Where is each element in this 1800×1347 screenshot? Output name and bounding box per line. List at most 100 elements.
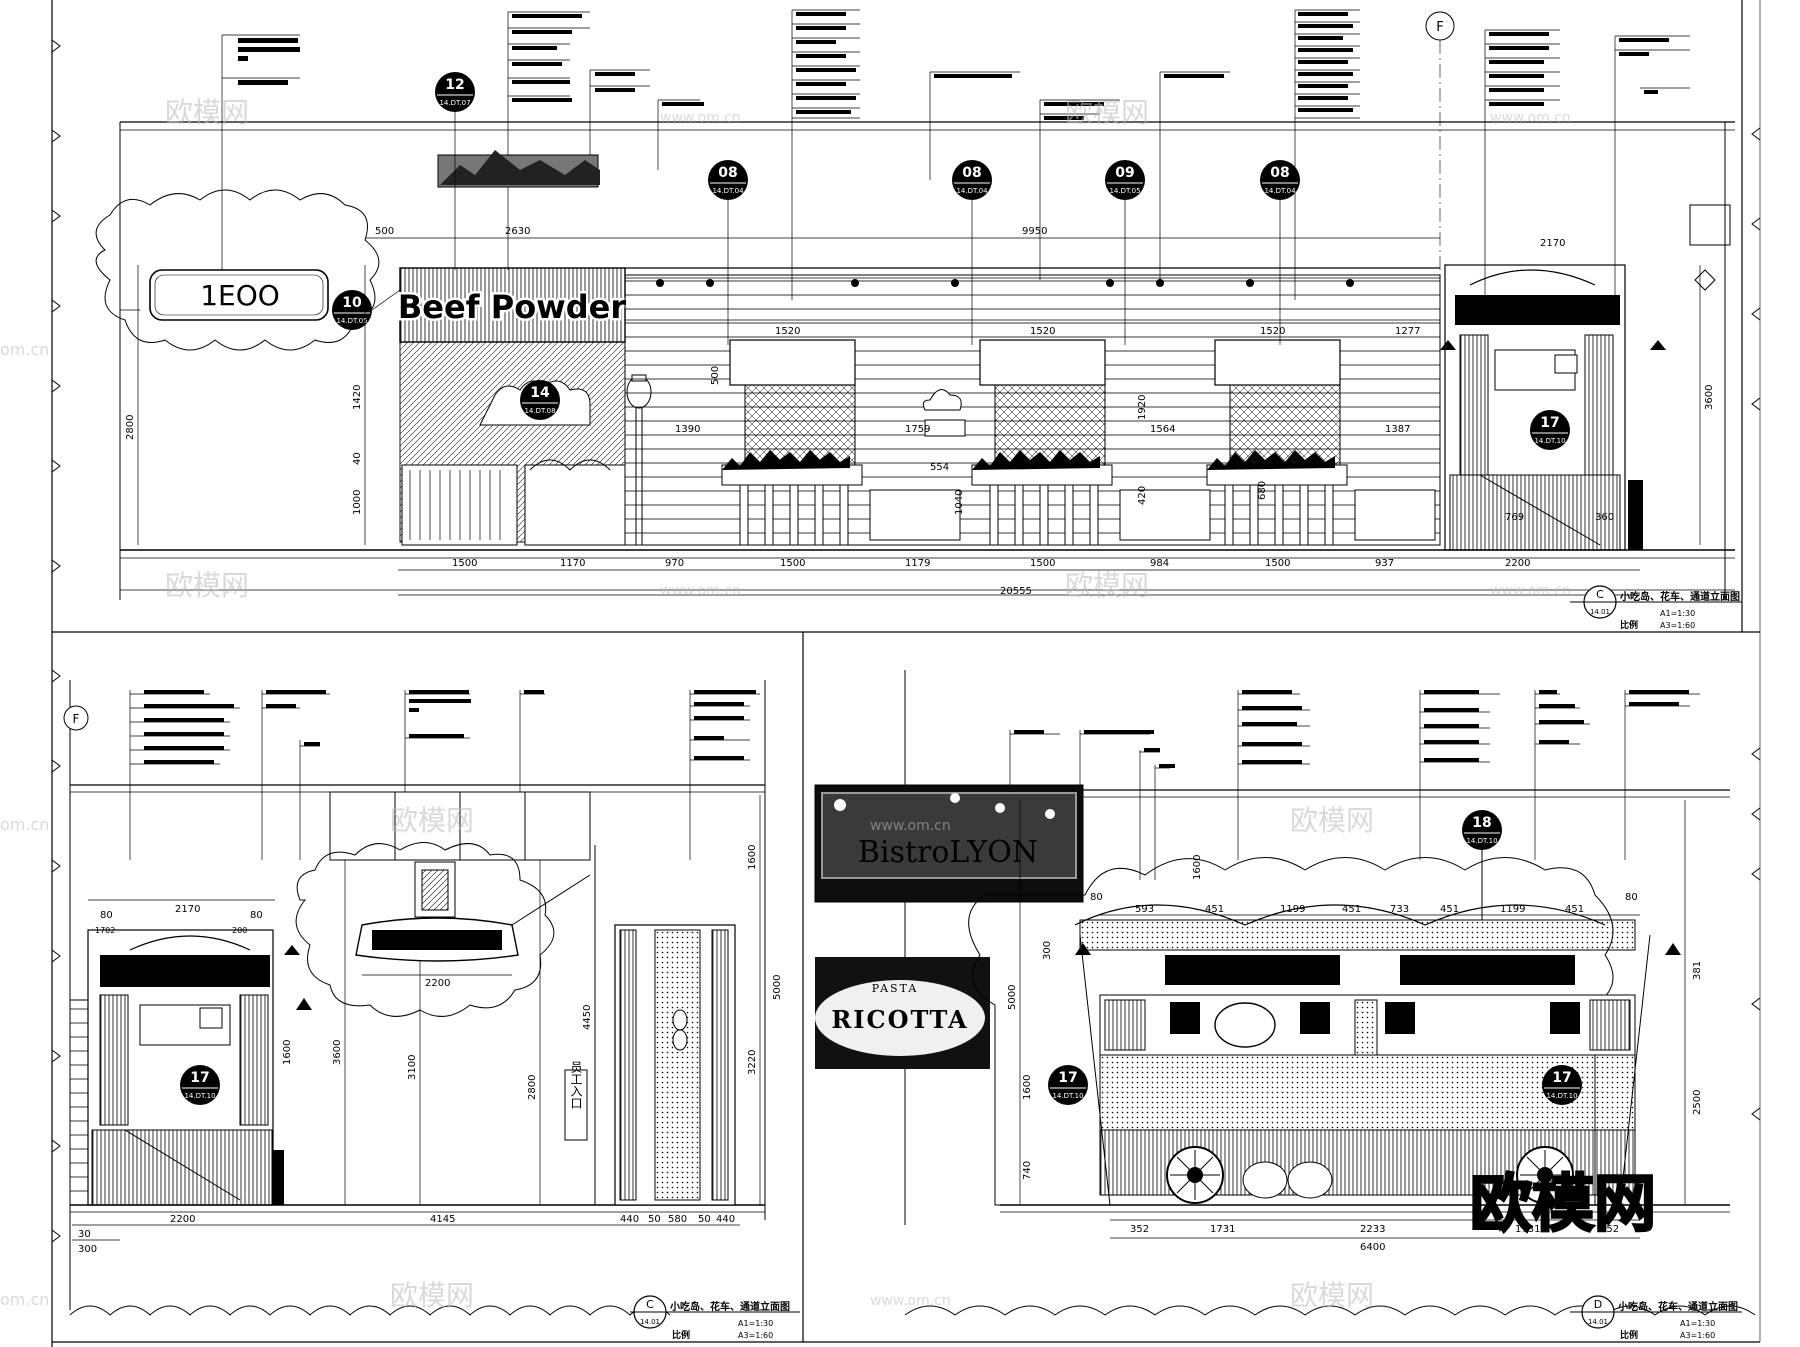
svg-text:30: 30 <box>78 1229 91 1240</box>
svg-text:14.DT.04: 14.DT.04 <box>1264 187 1296 195</box>
svg-text:小吃岛、花车、通道立面图: 小吃岛、花车、通道立面图 <box>1617 1300 1738 1313</box>
svg-text:14.01: 14.01 <box>640 1318 660 1326</box>
svg-text:3220: 3220 <box>747 1050 758 1075</box>
logo-box: 1EOO <box>149 269 329 321</box>
title-block-bl: C 14.01 小吃岛、花车、通道立面图 A1=1:30 A3=1:60 比例 <box>630 1295 800 1343</box>
svg-text:3600: 3600 <box>1704 385 1715 410</box>
svg-text:451: 451 <box>1205 904 1224 915</box>
svg-text:12: 12 <box>445 77 464 93</box>
svg-text:A1=1:30: A1=1:30 <box>1680 1319 1715 1328</box>
svg-text:17: 17 <box>1058 1070 1077 1086</box>
detail-bubble-12: 12 14.DT.07 <box>435 72 475 112</box>
svg-text:1500: 1500 <box>1265 558 1290 569</box>
svg-text:17: 17 <box>1540 415 1559 431</box>
svg-text:769: 769 <box>1505 512 1524 523</box>
svg-text:1179: 1179 <box>905 558 930 569</box>
section-sheet: 14.01 <box>1590 608 1610 616</box>
svg-text:www.om.cn: www.om.cn <box>660 583 741 599</box>
svg-text:14.DT.10: 14.DT.10 <box>1052 1092 1083 1100</box>
svg-text:C: C <box>646 1298 654 1311</box>
svg-text:1199: 1199 <box>1280 904 1305 915</box>
drawing-title: 小吃岛、花车、通道立面图 <box>1619 590 1740 603</box>
svg-text:比例: 比例 <box>1620 1329 1638 1341</box>
svg-text:17: 17 <box>190 1070 209 1086</box>
kiosk-top-right: 渝香酸辣粉 <box>1440 264 1666 551</box>
svg-text:08: 08 <box>1270 165 1289 181</box>
svg-text:14.DT.08: 14.DT.08 <box>524 407 555 415</box>
svg-text:欧模网: 欧模网 <box>390 804 474 837</box>
svg-text:80: 80 <box>250 910 263 921</box>
svg-text:D: D <box>1594 1298 1602 1311</box>
svg-text:14.DT.05: 14.DT.05 <box>1109 187 1140 195</box>
svg-text:www.om.cn: www.om.cn <box>870 1293 951 1309</box>
svg-text:554: 554 <box>930 462 949 473</box>
svg-text:om.cn: om.cn <box>0 340 49 359</box>
svg-text:381: 381 <box>1692 961 1703 980</box>
cart-sign-right: 祥云小馄饨 <box>1442 961 1532 982</box>
svg-text:1277: 1277 <box>1395 326 1420 337</box>
svg-text:10: 10 <box>342 295 362 311</box>
staff-entrance-sign: 员工入口 <box>569 1061 583 1109</box>
bistro-lyon-text: BistroLYON <box>858 835 1038 870</box>
svg-text:3100: 3100 <box>407 1055 418 1080</box>
beef-powder-text: Beef Powder <box>398 288 626 326</box>
svg-text:500: 500 <box>375 226 394 237</box>
kiosk-sign-top: 渝香酸辣粉 <box>1492 301 1582 322</box>
top-annotation-texts <box>238 12 1669 120</box>
svg-text:14.DT.10: 14.DT.10 <box>184 1092 215 1100</box>
svg-text:渝香酸辣粉: 渝香酸辣粉 <box>399 932 474 950</box>
svg-text:352: 352 <box>1600 1224 1619 1235</box>
svg-text:17: 17 <box>1552 1070 1571 1086</box>
svg-text:14.DT.04: 14.DT.04 <box>712 187 744 195</box>
svg-text:欧模网: 欧模网 <box>1065 96 1149 129</box>
svg-text:451: 451 <box>1440 904 1459 915</box>
top-annotation-leaders <box>221 9 1690 320</box>
title-block-br: D 14.01 小吃岛、花车、通道立面图 A1=1:30 A3=1:60 比例 <box>1570 1295 1742 1343</box>
svg-text:80: 80 <box>1625 892 1638 903</box>
detail-bubbles-top: 12 14.DT.07 10 14.DT.05 14 14.DT.08 08 1… <box>332 72 1570 450</box>
detail-bubble-08-b: 08 14.DT.04 <box>952 160 992 200</box>
svg-text:1731: 1731 <box>1210 1224 1235 1235</box>
svg-text:352: 352 <box>1130 1224 1149 1235</box>
svg-text:1702: 1702 <box>95 926 115 935</box>
svg-text:A1=1:30: A1=1:30 <box>738 1319 773 1328</box>
svg-text:www.om.cn: www.om.cn <box>660 110 741 126</box>
grid-marker-f-bl: F <box>63 705 89 731</box>
detail-bubble-18: 18 14.DT.10 <box>1462 810 1502 920</box>
svg-text:1600: 1600 <box>282 1040 293 1065</box>
svg-text:3600: 3600 <box>332 1040 343 1065</box>
bottom-right-elevation: BistroLYON PASTA RICOTTA 渝香酸辣粉 祥云小馄饨 <box>814 670 1756 1343</box>
display-stations <box>721 339 1436 546</box>
svg-text:680: 680 <box>1257 481 1268 500</box>
scale-label: 比例 <box>1620 619 1638 631</box>
svg-text:5000: 5000 <box>772 975 783 1000</box>
svg-text:www.om.cn: www.om.cn <box>870 818 951 834</box>
svg-text:1600: 1600 <box>747 845 758 870</box>
svg-text:欧模网: 欧模网 <box>1290 1279 1374 1312</box>
svg-text:1500: 1500 <box>452 558 477 569</box>
detail-bubble-08-a: 08 14.DT.04 <box>708 160 748 200</box>
svg-text:1390: 1390 <box>675 424 700 435</box>
detail-bubble-17-bl: 17 14.DT.10 <box>180 1065 220 1105</box>
svg-text:14: 14 <box>530 385 550 401</box>
svg-text:40: 40 <box>352 452 363 465</box>
title-block-top: C 14.01 小吃岛、花车、通道立面图 A1=1:30 A3=1:60 比例 <box>1570 585 1742 633</box>
svg-text:420: 420 <box>1137 486 1148 505</box>
svg-text:2800: 2800 <box>527 1075 538 1100</box>
svg-text:2170: 2170 <box>1540 238 1565 249</box>
grid-marker-label: F <box>1436 20 1443 35</box>
revision-cloud-bl <box>295 842 555 1017</box>
svg-text:1387: 1387 <box>1385 424 1410 435</box>
detail-bubble-14: 14 14.DT.08 <box>520 380 560 420</box>
svg-text:1000: 1000 <box>352 490 363 515</box>
svg-text:2630: 2630 <box>505 226 530 237</box>
svg-text:1759: 1759 <box>905 424 930 435</box>
svg-text:14.01: 14.01 <box>1588 1318 1608 1326</box>
svg-text:2170: 2170 <box>175 904 200 915</box>
detail-bubble-08-c: 08 14.DT.04 <box>1260 160 1300 200</box>
svg-text:www.om.cn: www.om.cn <box>1490 583 1571 599</box>
svg-text:593: 593 <box>1135 904 1154 915</box>
svg-text:440: 440 <box>716 1214 735 1225</box>
svg-text:欧模网: 欧模网 <box>390 1279 474 1312</box>
reference-photo-bistro-lyon: BistroLYON <box>814 784 1084 903</box>
